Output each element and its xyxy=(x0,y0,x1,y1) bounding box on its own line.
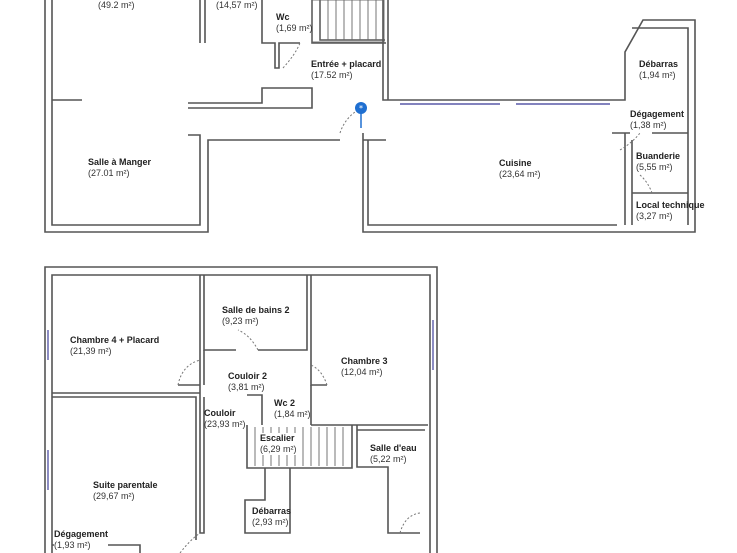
room-name: Dégagement xyxy=(54,529,109,539)
room-label-local-technique: Local technique(3,27 m²) xyxy=(636,200,705,222)
ground-floor-stairs xyxy=(311,0,385,43)
room-area: (17.52 m²) xyxy=(311,70,353,80)
room-label: (49.2 m²) xyxy=(98,0,135,11)
room-label-couloir-2: Couloir 2(3,81 m²) xyxy=(228,371,267,393)
room-name: Couloir 2 xyxy=(228,371,268,381)
room-label-cuisine: Cuisine(23,64 m²) xyxy=(499,158,541,180)
room-name: Buanderie xyxy=(636,151,681,161)
room-area: (3,81 m²) xyxy=(228,382,265,392)
room-area: (49.2 m²) xyxy=(98,0,135,10)
room-name: Chambre 4 + Placard xyxy=(70,335,160,345)
room-area: (12,04 m²) xyxy=(341,367,383,377)
room-area: (6,29 m²) xyxy=(260,444,297,454)
room-label-chambre-4: Chambre 4 + Placard(21,39 m²) xyxy=(70,335,159,357)
room-name: Chambre 3 xyxy=(341,356,388,366)
room-name: Escalier xyxy=(260,433,295,443)
room-area: (5,22 m²) xyxy=(370,454,407,464)
room-area: (1,69 m²) xyxy=(276,23,313,33)
room-name: Salle de bains 2 xyxy=(222,305,290,315)
room-name: Dégagement xyxy=(630,109,685,119)
room-area: (9,23 m²) xyxy=(222,316,259,326)
room-name: Entrée + placard xyxy=(311,59,382,69)
room-label-degagement-2: Dégagement(1,93 m²) xyxy=(54,529,109,551)
room-area: (5,55 m²) xyxy=(636,162,673,172)
room-area: (23,93 m²) xyxy=(204,419,246,429)
room-label-wc-2: Wc 2(1,84 m²) xyxy=(274,398,311,420)
room-area: (23,64 m²) xyxy=(499,169,541,179)
room-area: (1,84 m²) xyxy=(274,409,311,419)
room-name: Salle à Manger xyxy=(88,157,152,167)
upper-floor-walls xyxy=(44,266,438,553)
room-label-salle-d-eau: Salle d'eau(5,22 m²) xyxy=(370,443,417,465)
room-area: (29,67 m²) xyxy=(93,491,135,501)
room-area: (3,27 m²) xyxy=(636,211,673,221)
room-name: Couloir xyxy=(204,408,236,418)
room-area: (1,38 m²) xyxy=(630,120,667,130)
room-name: Wc xyxy=(276,12,290,22)
room-label-couloir: Couloir(23,93 m²) xyxy=(204,408,246,430)
room-area: (1,94 m²) xyxy=(639,70,676,80)
room-name: Débarras xyxy=(639,59,679,69)
svg-text:*: * xyxy=(359,104,363,113)
room-label-chambre-3: Chambre 3(12,04 m²) xyxy=(341,356,388,378)
room-label-wc: Wc(1,69 m²) xyxy=(276,12,313,34)
room-label-entree: Entrée + placard(17.52 m²) xyxy=(311,59,381,81)
room-label-suite-parentale: Suite parentale(29,67 m²) xyxy=(93,480,158,502)
room-label-degagement: Dégagement(1,38 m²) xyxy=(630,109,684,131)
room-label-salle-a-manger: Salle à Manger(27.01 m²) xyxy=(88,157,151,179)
room-name: Débarras xyxy=(252,506,292,516)
room-label: (14,57 m²) xyxy=(216,0,258,11)
room-name: Local technique xyxy=(636,200,705,210)
room-name: Suite parentale xyxy=(93,480,158,490)
room-name: Wc 2 xyxy=(274,398,296,408)
room-label-debarras: Débarras(1,94 m²) xyxy=(639,59,678,81)
room-area: (1,93 m²) xyxy=(54,540,91,550)
location-pin-icon[interactable]: * xyxy=(355,102,367,128)
room-area: (14,57 m²) xyxy=(216,0,258,10)
room-name: Salle d'eau xyxy=(370,443,417,453)
room-area: (21,39 m²) xyxy=(70,346,112,356)
room-label-salle-de-bains-2: Salle de bains 2(9,23 m²) xyxy=(222,305,290,327)
room-area: (2,93 m²) xyxy=(252,517,289,527)
room-area: (27.01 m²) xyxy=(88,168,130,178)
room-name: Cuisine xyxy=(499,158,532,168)
room-label-escalier: Escalier(6,29 m²) xyxy=(260,433,297,455)
room-label-buanderie: Buanderie(5,55 m²) xyxy=(636,151,680,173)
room-label-debarras-2: Débarras(2,93 m²) xyxy=(252,506,291,528)
ground-floor-walls xyxy=(44,0,696,233)
